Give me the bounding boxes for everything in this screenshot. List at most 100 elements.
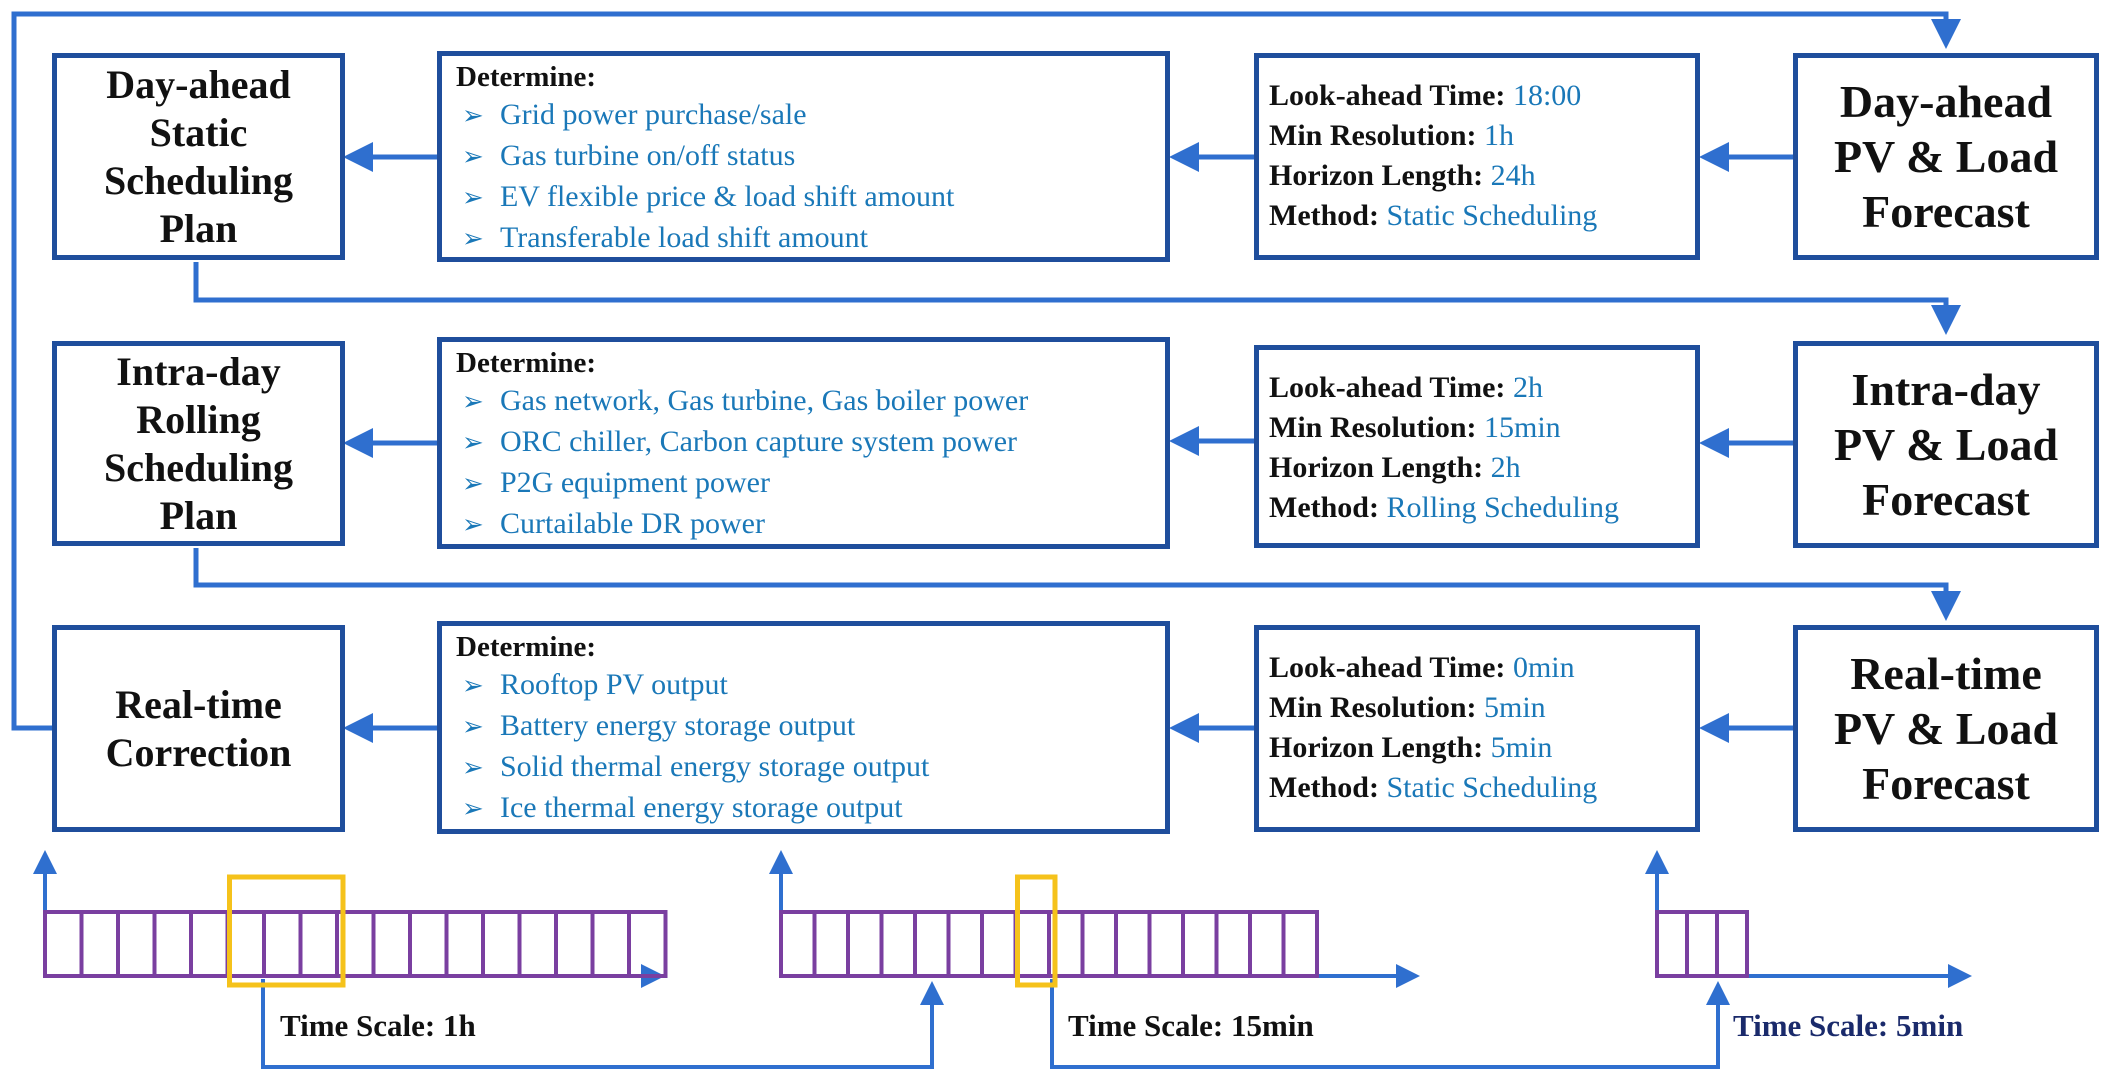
day-ahead-plan-box: Day-ahead Static Scheduling Plan	[52, 53, 345, 260]
time-slot-bar	[1114, 910, 1152, 978]
param-row: Look-ahead Time: 0min	[1269, 651, 1575, 684]
time-slot-bar	[481, 910, 522, 978]
param-row: Look-ahead Time: 2h	[1269, 371, 1543, 404]
plan-title: Real-time Correction	[105, 681, 292, 775]
time-slot-bar	[189, 910, 230, 978]
timeline-bars	[43, 874, 1749, 988]
day-ahead-forecast-box: Day-ahead PV & Load Forecast	[1793, 53, 2099, 260]
day-ahead-determine-box: Determine: ➢Grid power purchase/sale ➢Ga…	[437, 51, 1170, 262]
time-slot-bar	[846, 910, 884, 978]
param-row: Min Resolution: 5min	[1269, 691, 1546, 724]
plan-title: Day-ahead Static Scheduling Plan	[104, 61, 293, 251]
time-slot-bar	[1013, 910, 1051, 978]
intraday-determine-box: Determine: ➢Gas network, Gas turbine, Ga…	[437, 337, 1170, 549]
arrow-bullet-icon: ➢	[462, 712, 484, 741]
arrow-bullet-icon: ➢	[462, 753, 484, 782]
link-15min-to-5min	[1050, 979, 1730, 1069]
time-slot-bar	[590, 910, 631, 978]
realtime-determine-box: Determine: ➢Rooftop PV output ➢Battery e…	[437, 621, 1170, 834]
param-row: Min Resolution: 1h	[1269, 119, 1515, 152]
list-item: ➢Battery energy storage output	[462, 706, 1165, 747]
time-slot-bar	[1685, 910, 1719, 978]
list-item: ➢Rooftop PV output	[462, 665, 1165, 706]
param-row: Min Resolution: 15min	[1269, 411, 1561, 444]
list-item: ➢Curtailable DR power	[462, 504, 1165, 545]
forecast-title: Intra-day PV & Load Forecast	[1833, 363, 2059, 526]
arrow-bullet-icon: ➢	[462, 510, 484, 539]
time-slot-bar	[408, 910, 449, 978]
day-ahead-params-box: Look-ahead Time: 18:00 Min Resolution: 1…	[1254, 53, 1700, 260]
intraday-forecast-box: Intra-day PV & Load Forecast	[1793, 341, 2099, 548]
time-slot-bar	[913, 910, 951, 978]
time-slot-bar	[1080, 910, 1118, 978]
param-row: Look-ahead Time: 18:00	[1269, 79, 1582, 112]
list-item: ➢P2G equipment power	[462, 463, 1165, 504]
time-slot-bar	[1248, 910, 1286, 978]
time-slot-bar	[1147, 910, 1185, 978]
param-row: Method: Rolling Scheduling	[1269, 491, 1619, 524]
time-slot-bar	[946, 910, 984, 978]
realtime-correction-box: Real-time Correction	[52, 625, 345, 832]
determine-list: ➢Gas network, Gas turbine, Gas boiler po…	[456, 381, 1165, 545]
time-slot-bar	[262, 910, 303, 978]
arrow-bullet-icon: ➢	[462, 224, 484, 253]
highlight-window	[1015, 874, 1058, 988]
time-slot-bar	[43, 910, 84, 978]
feedback-loop-line	[11, 11, 1961, 731]
list-item: ➢Ice thermal energy storage output	[462, 788, 1165, 829]
arrow-bullet-icon: ➢	[462, 101, 484, 130]
arrow-bullet-icon: ➢	[462, 428, 484, 457]
time-slot-bar	[627, 910, 668, 978]
intraday-to-realtime-line	[193, 548, 1961, 621]
list-item: ➢Grid power purchase/sale	[462, 95, 1165, 136]
time-slot-bar	[517, 910, 558, 978]
param-row: Horizon Length: 24h	[1269, 159, 1536, 192]
arrow-bullet-icon: ➢	[462, 469, 484, 498]
arrow-bullet-icon: ➢	[462, 387, 484, 416]
arrow-bullet-icon: ➢	[462, 183, 484, 212]
list-item: ➢ORC chiller, Carbon capture system powe…	[462, 422, 1165, 463]
param-row: Method: Static Scheduling	[1269, 199, 1598, 232]
arrow-bullet-icon: ➢	[462, 794, 484, 823]
determine-list: ➢Grid power purchase/sale ➢Gas turbine o…	[456, 95, 1165, 259]
list-item: ➢Gas turbine on/off status	[462, 136, 1165, 177]
time-slot-bar	[1281, 910, 1319, 978]
param-row: Horizon Length: 2h	[1269, 451, 1521, 484]
time-slot-bar	[371, 910, 412, 978]
arrow-bullet-icon: ➢	[462, 142, 484, 171]
param-row: Horizon Length: 5min	[1269, 731, 1553, 764]
time-slot-bar	[444, 910, 485, 978]
timescale-label-1h: Time Scale: 1h	[280, 1008, 476, 1043]
time-slot-bar	[116, 910, 157, 978]
time-slot-bar	[980, 910, 1018, 978]
highlight-window	[227, 874, 346, 988]
determine-header: Determine:	[456, 631, 597, 663]
time-slot-bar	[152, 910, 193, 978]
intraday-plan-box: Intra-day Rolling Scheduling Plan	[52, 341, 345, 546]
determine-list: ➢Rooftop PV output ➢Battery energy stora…	[456, 665, 1165, 829]
realtime-forecast-box: Real-time PV & Load Forecast	[1793, 625, 2099, 832]
forecast-title: Day-ahead PV & Load Forecast	[1833, 75, 2059, 238]
list-item: ➢Transferable load shift amount	[462, 218, 1165, 259]
time-slot-bar	[298, 910, 339, 978]
time-slot-bar	[554, 910, 595, 978]
forecast-title: Real-time PV & Load Forecast	[1833, 647, 2059, 810]
list-item: ➢Solid thermal energy storage output	[462, 747, 1165, 788]
time-slot-bar	[779, 910, 817, 978]
determine-header: Determine:	[456, 61, 597, 93]
timescale-label-5min: Time Scale: 5min	[1733, 1008, 1964, 1043]
time-slot-bar	[879, 910, 917, 978]
intraday-params-box: Look-ahead Time: 2h Min Resolution: 15mi…	[1254, 345, 1700, 548]
param-row: Method: Static Scheduling	[1269, 771, 1598, 804]
list-item: ➢EV flexible price & load shift amount	[462, 177, 1165, 218]
day-ahead-to-intraday-line	[193, 262, 1961, 335]
realtime-params-box: Look-ahead Time: 0min Min Resolution: 5m…	[1254, 625, 1700, 832]
timescale-label-15min: Time Scale: 15min	[1068, 1008, 1314, 1043]
arrow-bullet-icon: ➢	[462, 671, 484, 700]
time-slot-bar	[1214, 910, 1252, 978]
time-slot-bar	[812, 910, 850, 978]
time-slot-bar	[79, 910, 120, 978]
time-slot-bar	[1655, 910, 1689, 978]
